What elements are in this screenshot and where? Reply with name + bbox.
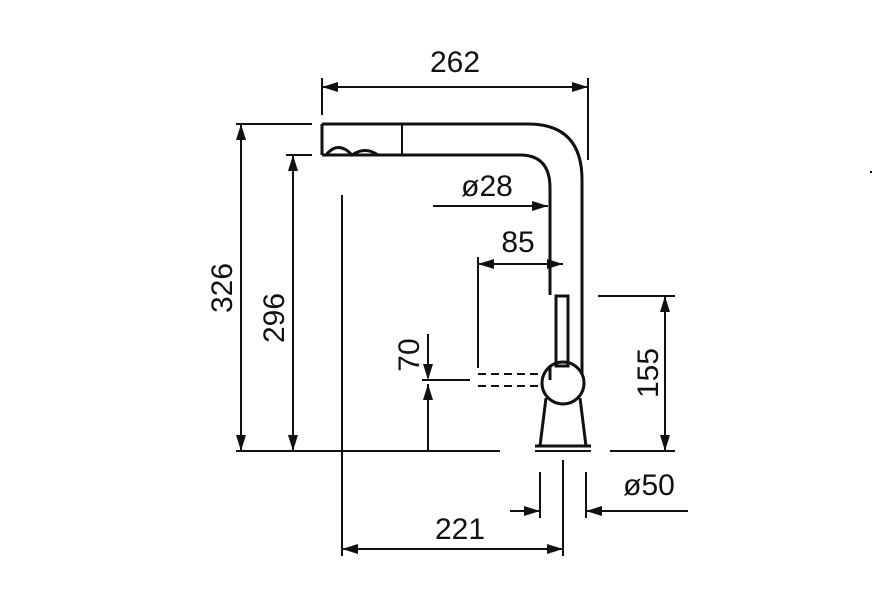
spout-offset-label: 85 <box>501 226 534 259</box>
spout-height-label: 296 <box>258 293 291 343</box>
dimension-spout-height: 296 <box>258 154 312 451</box>
dimension-reach: 221 <box>341 195 564 556</box>
dimension-spout-diameter: ø28 <box>433 170 548 211</box>
dimension-overall-height: 326 <box>206 123 312 451</box>
overall-height-label: 326 <box>206 263 239 313</box>
base-diameter-label: ø50 <box>623 469 675 502</box>
reach-label: 221 <box>435 513 485 546</box>
spout-diameter-label: ø28 <box>461 170 513 203</box>
dimension-base-diameter: ø50 <box>510 469 688 518</box>
dimension-swivel-height: 70 <box>393 334 470 451</box>
faucet-outline <box>236 122 591 452</box>
dimension-base-height: 155 <box>598 295 675 452</box>
overall-width-label: 262 <box>430 46 480 79</box>
base-height-label: 155 <box>632 348 665 398</box>
dimension-spout-offset: 85 <box>477 226 563 368</box>
swivel-height-label: 70 <box>393 338 426 371</box>
dimension-overall-width: 262 <box>321 46 589 160</box>
